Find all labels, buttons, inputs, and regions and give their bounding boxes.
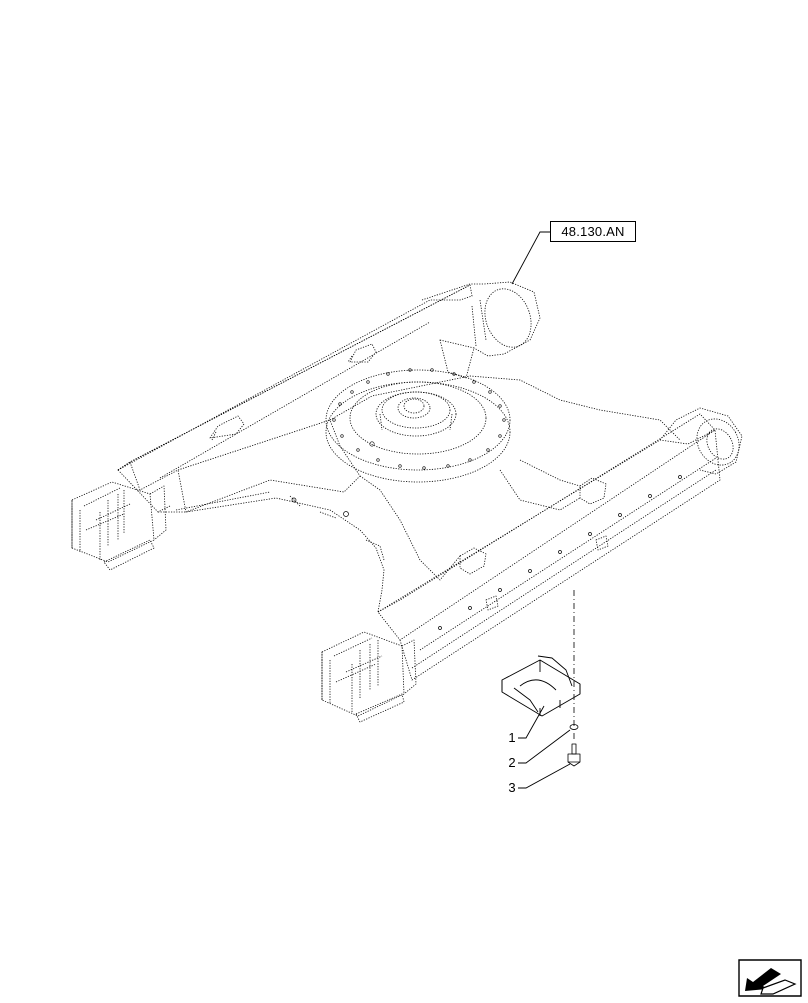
- reference-label[interactable]: 48.130.AN: [550, 221, 636, 242]
- track-guide-bracket: [501, 655, 581, 717]
- next-page-arrow-icon[interactable]: [737, 958, 803, 998]
- left-track-frame: [71, 284, 473, 571]
- bolt: [567, 743, 581, 767]
- rear-idler-housing: [421, 281, 541, 379]
- callout-leader-1: [518, 705, 545, 739]
- callout-number-2: 2: [508, 755, 516, 770]
- reference-leader-line: [511, 231, 550, 285]
- callout-leader-3: [518, 763, 571, 789]
- callout-number-3: 3: [508, 780, 516, 795]
- center-frame: [158, 375, 681, 613]
- right-track-frame: [321, 407, 743, 723]
- callout-leader-2: [518, 729, 571, 764]
- swing-bearing: [325, 368, 511, 483]
- callout-number-1: 1: [508, 730, 516, 745]
